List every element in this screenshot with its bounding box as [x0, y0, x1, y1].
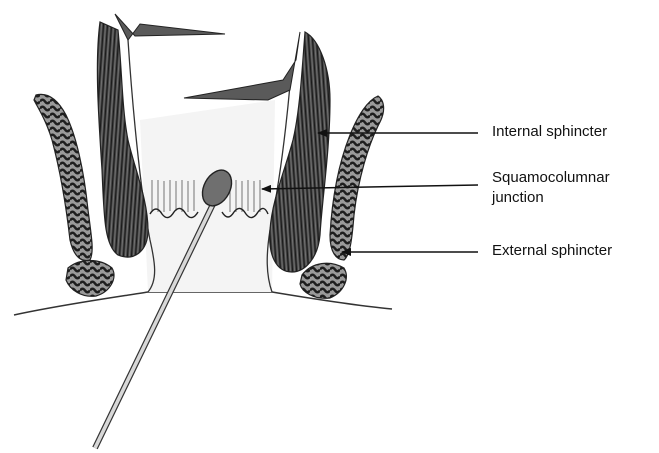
- external-sphincter-right-base: [300, 263, 346, 298]
- label-squamocolumnar-line2: junction: [492, 188, 610, 208]
- internal-sphincter-left: [97, 22, 148, 257]
- label-external-sphincter: External sphincter: [492, 241, 612, 261]
- rectal-fold-right: [184, 32, 300, 100]
- label-internal-sphincter: Internal sphincter: [492, 122, 607, 142]
- external-sphincter-left-base: [66, 261, 114, 297]
- rectal-fold-left: [115, 14, 225, 40]
- external-sphincter-right: [330, 96, 384, 260]
- label-squamocolumnar-junction: Squamocolumnar junction: [492, 168, 610, 208]
- internal-sphincter-right: [270, 32, 330, 272]
- label-squamocolumnar-line1: Squamocolumnar: [492, 168, 610, 188]
- external-sphincter-left: [34, 94, 92, 260]
